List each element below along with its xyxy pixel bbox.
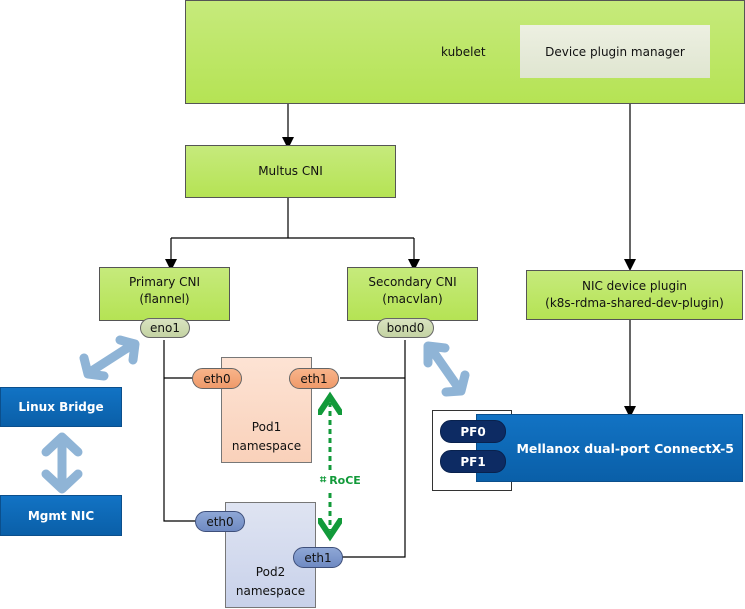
device-plugin-manager-box: Device plugin manager xyxy=(520,25,710,78)
line-eno1-pods xyxy=(163,340,195,522)
primary-cni-box: Primary CNI (flannel) xyxy=(99,267,230,321)
pod2-eth0-interface: eth0 xyxy=(195,511,245,532)
linux-bridge-box: Linux Bridge xyxy=(0,387,122,427)
pf0-port: PF0 xyxy=(440,420,506,443)
pod1-eth1-label: eth1 xyxy=(300,371,328,386)
nic-device-plugin-box: NIC device plugin (k8s-rdma-shared-dev-p… xyxy=(526,270,743,320)
pf1-label: PF1 xyxy=(460,454,486,469)
nic-device-plugin-title: NIC device plugin xyxy=(581,279,688,293)
pf1-port: PF1 xyxy=(440,450,506,473)
pod1-eth1-interface: eth1 xyxy=(289,368,339,389)
double-arrow-bond0-mellanox xyxy=(423,341,470,397)
roce-label: ⌗ RoCE xyxy=(320,473,361,487)
linux-bridge-label: Linux Bridge xyxy=(18,400,104,414)
mellanox-label: Mellanox dual-port ConnectX-5 xyxy=(516,440,734,456)
multus-cni-box: Multus CNI xyxy=(185,145,396,198)
pod2-eth1-label: eth1 xyxy=(304,550,332,565)
secondary-cni-subtitle: (macvlan) xyxy=(382,292,443,306)
mgmt-nic-label: Mgmt NIC xyxy=(27,508,95,523)
pod1-eth0-interface: eth0 xyxy=(192,368,242,389)
pod2-eth0-label: eth0 xyxy=(206,514,234,529)
double-arrow-eno1-bridge xyxy=(79,335,140,381)
mellanox-connectx5-box: Mellanox dual-port ConnectX-5 xyxy=(476,414,743,482)
primary-cni-title: Primary CNI xyxy=(128,275,201,289)
multus-cni-label: Multus CNI xyxy=(258,164,323,178)
roce-text: RoCE xyxy=(329,473,361,487)
secondary-cni-title: Secondary CNI xyxy=(368,275,457,289)
double-arrow-bridge-mgmt xyxy=(41,432,83,494)
primary-cni-subtitle: (flannel) xyxy=(139,292,190,306)
roce-icon: ⌗ xyxy=(320,473,327,486)
pod2-sub: namespace xyxy=(235,584,306,598)
pf0-label: PF0 xyxy=(460,424,486,439)
pod2-name: Pod2 xyxy=(255,565,286,579)
bond0-interface: bond0 xyxy=(377,318,434,338)
bond0-label: bond0 xyxy=(386,321,425,335)
nic-device-plugin-subtitle: (k8s-rdma-shared-dev-plugin) xyxy=(545,296,724,310)
line-bond0-pods xyxy=(338,340,406,558)
eno1-interface: eno1 xyxy=(140,318,190,338)
mgmt-nic-box: Mgmt NIC xyxy=(0,495,122,536)
kubelet-label: kubelet xyxy=(441,45,486,59)
pod1-eth0-label: eth0 xyxy=(203,371,231,386)
secondary-cni-box: Secondary CNI (macvlan) xyxy=(347,267,478,321)
pod2-eth1-interface: eth1 xyxy=(293,547,343,568)
pod1-name: Pod1 xyxy=(251,420,282,434)
device-plugin-manager-label: Device plugin manager xyxy=(545,44,685,59)
pod1-sub: namespace xyxy=(231,439,302,453)
eno1-label: eno1 xyxy=(150,321,180,335)
